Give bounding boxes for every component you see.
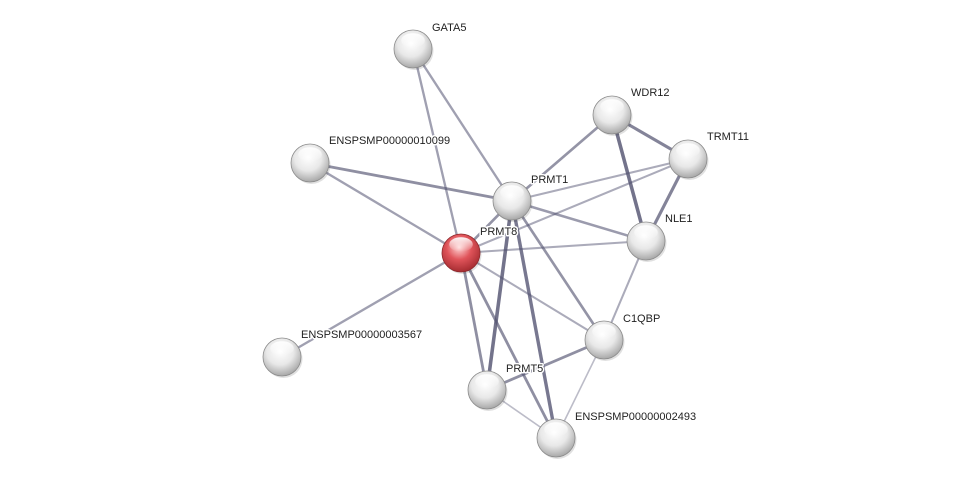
node-label-nle1: NLE1 (665, 213, 693, 225)
edge-enspsmp00000003567-prmt8[interactable] (280, 251, 463, 359)
node-enspsmp00000010099[interactable]: ENSPSMP00000010099 (290, 134, 452, 184)
node-highlight (475, 374, 499, 389)
edge-prmt8-c1qbp[interactable] (459, 251, 606, 342)
edge-wdr12-nle1[interactable] (610, 113, 648, 243)
edge-prmt1-prmt5[interactable] (485, 199, 514, 392)
node-highlight (634, 225, 658, 240)
node-label-trmt11: TRMT11 (707, 131, 749, 143)
node-label-enspsmp00000010099: ENSPSMP00000010099 (329, 135, 450, 147)
edge-c1qbp-prmt5[interactable] (485, 338, 606, 392)
node-highlight (270, 341, 294, 356)
node-label-c1qbp: C1QBP (623, 313, 660, 325)
node-enspsmp00000003567[interactable]: ENSPSMP00000003567 (262, 328, 424, 378)
node-label-prmt1: PRMT1 (531, 174, 568, 186)
edge-prmt1-c1qbp[interactable] (510, 199, 606, 342)
node-highlight (676, 143, 700, 158)
node-c1qbp[interactable]: C1QBP (584, 312, 662, 361)
node-label-prmt5: PRMT5 (506, 363, 543, 375)
node-label-prmt8: PRMT8 (480, 226, 517, 238)
node-label-wdr12: WDR12 (631, 87, 670, 99)
node-nle1[interactable]: NLE1 (626, 212, 694, 262)
node-gata5[interactable]: GATA5 (393, 21, 468, 70)
node-highlight (592, 324, 616, 339)
edge-wdr12-prmt1[interactable] (510, 113, 614, 203)
node-label-enspsmp00000002493: ENSPSMP00000002493 (575, 411, 696, 423)
node-highlight (449, 237, 473, 252)
edge-enspsmp00000010099-prmt1[interactable] (308, 161, 514, 203)
node-highlight (544, 422, 568, 437)
node-prmt1[interactable]: PRMT1 (492, 173, 570, 222)
node-prmt5[interactable]: PRMT5 (467, 362, 545, 411)
edge-prmt8-nle1[interactable] (459, 239, 648, 255)
edge-prmt1-enspsmp00000002493[interactable] (510, 199, 558, 440)
node-highlight (500, 185, 524, 200)
node-label-gata5: GATA5 (432, 22, 466, 34)
node-highlight (401, 33, 425, 48)
node-prmt8[interactable]: PRMT8 (441, 225, 519, 274)
node-highlight (298, 147, 322, 162)
edge-enspsmp00000010099-prmt8[interactable] (308, 161, 463, 255)
node-highlight (600, 99, 624, 114)
edge-prmt8-enspsmp00000002493[interactable] (459, 251, 558, 440)
node-wdr12[interactable]: WDR12 (592, 86, 671, 136)
node-enspsmp00000002493[interactable]: ENSPSMP00000002493 (536, 410, 698, 459)
node-trmt11[interactable]: TRMT11 (668, 130, 750, 180)
edge-gata5-prmt8[interactable] (411, 47, 463, 255)
edge-gata5-prmt1[interactable] (411, 47, 514, 203)
edge-trmt11-prmt8[interactable] (459, 157, 690, 255)
edge-prmt1-nle1[interactable] (510, 199, 648, 243)
edge-trmt11-prmt1[interactable] (510, 157, 690, 203)
node-label-enspsmp00000003567: ENSPSMP00000003567 (301, 329, 422, 341)
edge-prmt8-prmt5[interactable] (459, 251, 489, 392)
